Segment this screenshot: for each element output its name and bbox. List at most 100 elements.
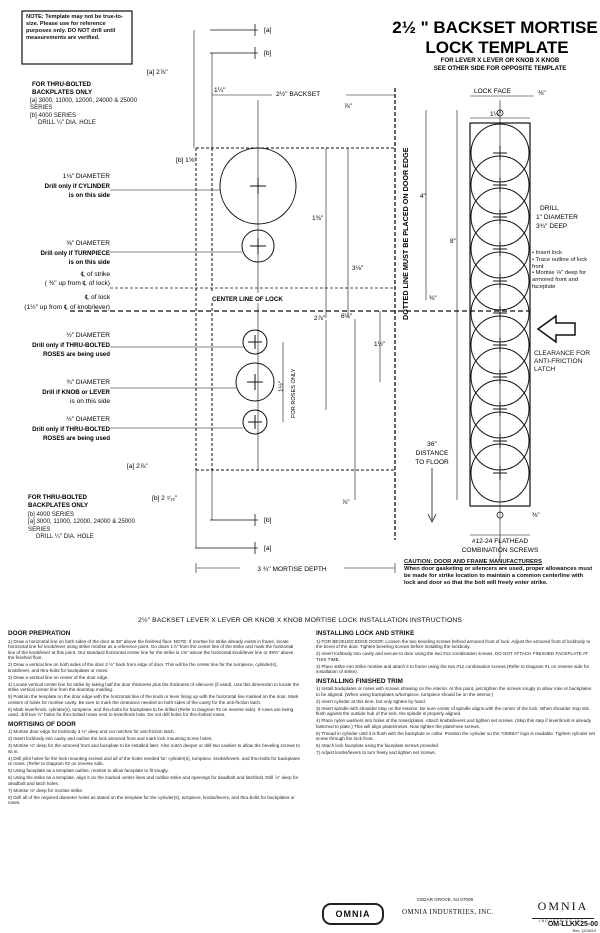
- strike-up: ( ⅜" up from ℄ of lock): [45, 280, 110, 287]
- for-roses-only: FOR ROSES ONLY: [291, 368, 297, 418]
- center-line-label: CENTER LINE OF LOCK: [212, 296, 283, 303]
- turn-dia: ⅝" DIAMETER: [66, 240, 110, 247]
- lock-cl: ℄ of lock: [84, 294, 111, 301]
- instruction-step: 2) Insert lockbody into cavity and secur…: [316, 651, 589, 662]
- turn-side: is on this side: [69, 259, 111, 266]
- template-diagram: NOTE: Template may not be true-to-size. …: [21, 10, 598, 586]
- door-prep-heading: DOOR PREPRATION: [8, 630, 71, 637]
- instruction-step: 3) Mortise ⅛" deep for the armored front…: [8, 743, 300, 754]
- thru2-dia: ½" DIAMETER: [66, 415, 110, 423]
- instruction-step: 2) Insert lockbody into cavity and outli…: [8, 736, 213, 741]
- instruction-step: 2) Draw a vertical line on both sides of…: [8, 662, 278, 673]
- dim-114: 1¼": [214, 87, 226, 94]
- thru1-roses: ROSES are being used: [43, 351, 110, 358]
- instruction-step: 1) FOR BEVELED EDGE DOOR: Loosen the two…: [316, 638, 591, 650]
- note-box-text: NOTE: Template may not be true-to-size. …: [26, 14, 123, 41]
- thru-top-a-series: [a] 3000, 11000, 12000, 24000 & 25000 SE…: [30, 97, 137, 112]
- instruction-step: 1) Mortise door edge for lockbody 3 ¾" d…: [8, 729, 175, 734]
- instructions-left-column: DOOR PREPRATION 1) Draw a horizontal lin…: [8, 627, 300, 807]
- installing-trim-list: 1) Install backplates or roses with scre…: [316, 686, 596, 756]
- dim-38-mid: ⅜": [429, 295, 437, 302]
- thru-top-heading-2: BACKPLATES ONLY: [32, 89, 93, 96]
- drill-right-1: DRILL: [540, 205, 559, 212]
- dim-614: 6¼": [341, 313, 352, 320]
- clearance-arrow-icon: [536, 314, 576, 344]
- footer-address: CEDAR GROVE, NJ 07009: [416, 897, 474, 902]
- dim-8: 8": [450, 238, 456, 245]
- title-line2: LOCK TEMPLATE: [425, 38, 568, 57]
- thru2-drill: Drill only if THRU-BOLTED: [32, 426, 110, 433]
- title-sub2: SEE OTHER SIDE FOR OPPOSITE TEMPLATE: [434, 65, 567, 72]
- thru-bot-list: [b] 4000 SERIES [a] 3000, 11000, 12000, …: [28, 511, 135, 540]
- model-number: OM-LLKK25-00: [547, 921, 598, 928]
- mortise-depth: 3 ¾" MORTISE DEPTH: [257, 566, 327, 573]
- turn-drill: Drill only if TURNPIECE: [41, 250, 110, 257]
- dim-38-bot: ⅜": [532, 512, 540, 519]
- instruction-step: 8) Drill all of the required diameter ho…: [8, 794, 295, 806]
- label-a-bot: [a]: [264, 545, 271, 552]
- thru-top-drill: DRILL ¼" DIA. HOLE: [38, 118, 96, 126]
- cyl-dia: 1⅛" DIAMETER: [63, 173, 111, 180]
- label-b-bot: [b]: [264, 517, 271, 524]
- screws-line1: #12-24 FLATHEAD: [472, 538, 529, 545]
- distance-3: TO FLOOR: [415, 459, 449, 466]
- lock-face-label: LOCK FACE: [474, 88, 512, 95]
- instruction-step: 4) Locate vertical center line for strik…: [8, 681, 300, 693]
- dim-112: 1½": [374, 340, 385, 348]
- dim-138: 1⅜": [312, 215, 323, 222]
- revision-date: Rev. 12/28/10: [572, 929, 596, 933]
- distance-2: DISTANCE: [416, 450, 449, 457]
- title-line1: 2½ " BACKSET MORTISE: [392, 18, 597, 37]
- bullet-1: • Insert lock: [532, 250, 563, 256]
- instruction-step: 7) Mortise ⅛" deep for mortise strike.: [8, 787, 84, 793]
- knob-drill: Drill if KNOB or LEVER: [42, 389, 110, 396]
- instruction-step: 5) Thread in cylinder until it is flush …: [316, 730, 595, 742]
- backset-label: 2½" BACKSET: [276, 90, 320, 98]
- instruction-step: 3) Insert spindle with shoulder stop on …: [316, 705, 589, 717]
- instructions-title: 2½" BACKSET LEVER X LEVER OR KNOB X KNOB…: [137, 617, 463, 624]
- dim-114-face: 1¼": [490, 111, 501, 118]
- screw-hole-bottom: [496, 511, 504, 519]
- caution-box: CAUTION: DOOR AND FRAME MANUFACTURERS Wh…: [404, 559, 593, 586]
- footer-company: OMNIA INDUSTRIES, INC.: [401, 908, 495, 916]
- knob-lever-hole: [235, 362, 275, 402]
- dim-a-top: [a] 2⅞": [147, 69, 168, 76]
- cylinder-hole: [219, 147, 297, 225]
- omnia-logo-right: OMNIA: [532, 896, 594, 919]
- instruction-step: 1) Draw a horizontal line on both sides …: [8, 638, 294, 661]
- instruction-step: 5) Position the template on the door edg…: [8, 694, 299, 705]
- thru-bot-b-series: [b] 4000 SERIES: [28, 511, 75, 518]
- dim-78-bot: ⅞": [342, 499, 350, 506]
- dim-b-bot: [b] 2 ⁷⁄₁₆": [152, 495, 178, 502]
- installing-trim-heading: INSTALLING FINISHED TRIM: [316, 677, 403, 685]
- instruction-step: 6) Attach lock faceplate using the facep…: [316, 743, 440, 748]
- bullet-2: • Trace outline of lock front: [532, 256, 588, 270]
- dim-a-bot: [a] 2⅞": [127, 463, 148, 470]
- instruction-step: 6) Using the strike as a template, align…: [8, 775, 299, 786]
- screws-line2: COMBINATION SCREWS: [462, 547, 539, 554]
- clearance-text: CLEARANCE FOR ANTI-FRICTION LATCH: [534, 350, 590, 373]
- drill-right-3: 3¾" DEEP: [536, 223, 568, 230]
- lock-up: (1½" up from ℄ of knob/lever): [24, 303, 110, 311]
- screw-hole-top: [496, 109, 504, 117]
- drill-right-2: 1" DIAMETER: [536, 214, 578, 221]
- mortising-heading: MORTISING OF DOOR: [8, 720, 76, 728]
- thru-bot-heading-2: BACKPLATES ONLY: [28, 502, 89, 509]
- thru-top-heading-1: FOR THRU-BOLTED: [32, 81, 92, 88]
- dim-318: 3⅛": [352, 265, 363, 272]
- thru1-drill: Drill only if THRU-BOLTED: [32, 342, 110, 349]
- caution-body: When door gasketing or silencers are use…: [404, 566, 593, 586]
- dim-38-top: ⅜": [538, 90, 546, 97]
- distance-1: 36": [427, 441, 437, 448]
- instruction-step: 2) Insert cylinder at this time, but onl…: [316, 698, 427, 704]
- instruction-step: 4) Place nylon washers into holes of the…: [316, 718, 591, 729]
- dim-112b: 1½": [277, 381, 285, 392]
- instructions-right-column: INSTALLING LOCK AND STRIKE 1) FOR BEVELE…: [316, 627, 596, 757]
- label-a-top: [a]: [264, 27, 271, 34]
- mortising-list: 1) Mortise door edge for lockbody 3 ¾" d…: [8, 729, 300, 806]
- thru1-dia: ½" DIAMETER: [66, 331, 110, 339]
- cyl-side: is on this side: [69, 192, 111, 199]
- door-prep-list: 1) Draw a horizontal line on both sides …: [8, 639, 300, 718]
- knob-dia: ¾" DIAMETER: [66, 379, 110, 386]
- thru-bot-a-series: [a] 3000, 11000, 12000, 24000 & 25000 SE…: [28, 518, 135, 533]
